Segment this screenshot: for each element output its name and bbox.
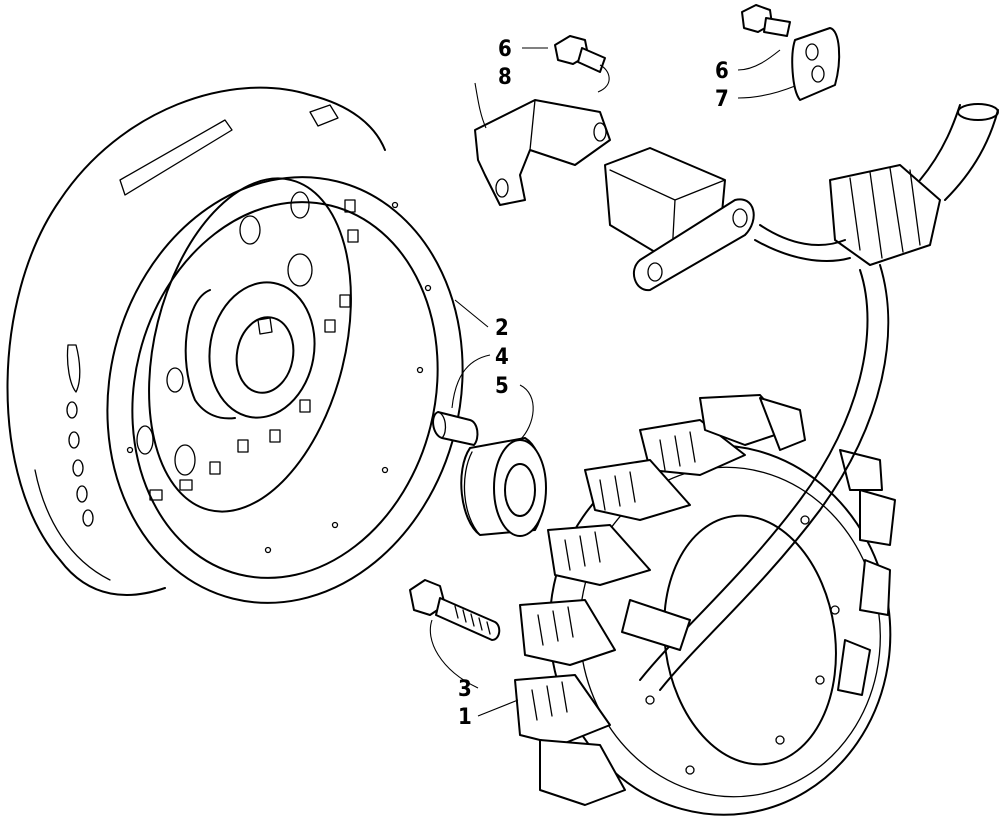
callout-screw-upper-left: 6 [498, 37, 512, 62]
stator-bolt [409, 579, 501, 641]
callout-stator: 1 [458, 705, 472, 730]
callout-nut: 5 [495, 374, 509, 399]
callout-key: 4 [495, 345, 509, 370]
callout-bracket: 8 [498, 65, 512, 90]
leader-lines [429, 47, 796, 717]
callout-screw-upper-right: 6 [715, 59, 729, 84]
clamp [791, 27, 841, 101]
bracket [474, 99, 611, 206]
callout-stator-bolt: 3 [458, 677, 472, 702]
flywheel [6, 86, 464, 604]
wire-harness [621, 103, 999, 691]
flywheel-nut [460, 437, 547, 537]
callout-clamp: 7 [715, 87, 729, 112]
woodruff-key [432, 411, 479, 446]
screw-upper-right [741, 4, 791, 37]
stator [514, 394, 896, 816]
screw-upper-left [554, 35, 606, 73]
pickup-coil [604, 147, 755, 292]
callout-flywheel: 2 [495, 316, 509, 341]
